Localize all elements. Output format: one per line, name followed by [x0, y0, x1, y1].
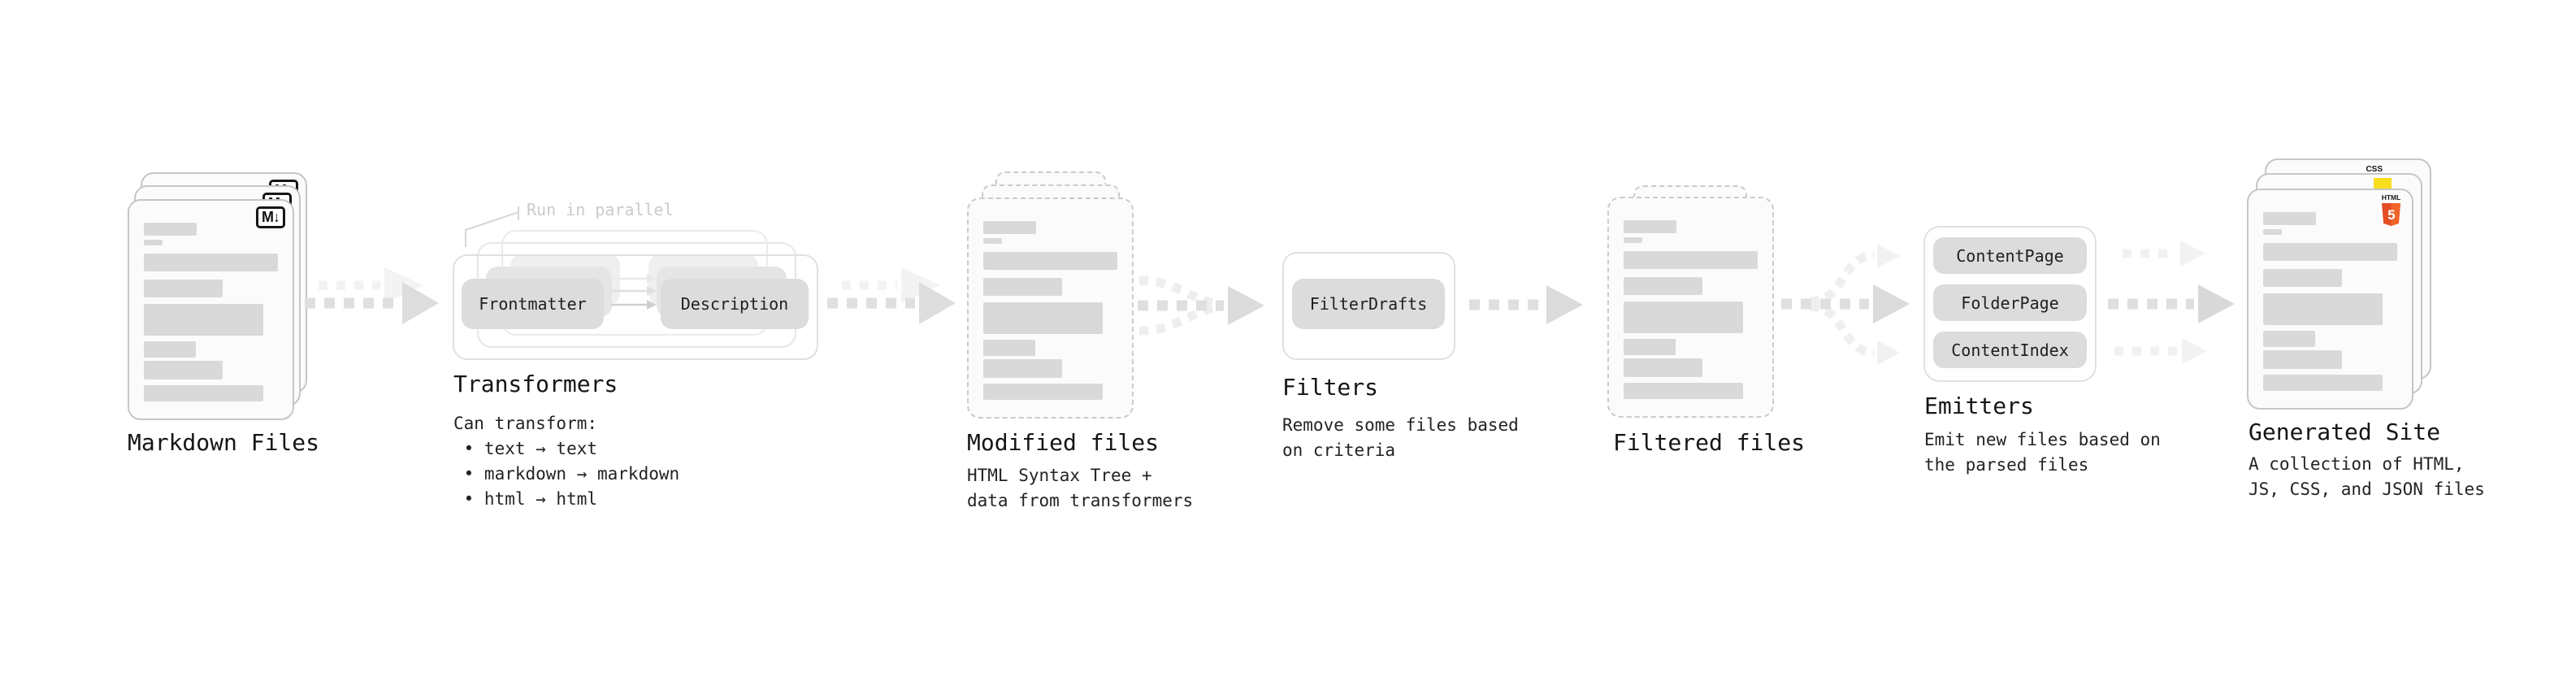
emitters-box [1923, 226, 2097, 382]
text-placeholder-bar [2263, 269, 2342, 287]
text-placeholder-bar [1624, 237, 1642, 243]
text-placeholder-bar [983, 221, 1036, 234]
text-placeholder-bar [144, 304, 263, 336]
text-placeholder-bar [1624, 358, 1702, 377]
text-placeholder-bar [2263, 212, 2316, 225]
text-placeholder-bar [983, 340, 1035, 356]
frontmatter-pill: Frontmatter [462, 279, 604, 329]
js-icon [2374, 178, 2392, 189]
text-placeholder-bar [2263, 331, 2315, 347]
text-placeholder-bar [1624, 251, 1758, 269]
generated-site-label: Generated Site [2249, 419, 2441, 445]
arrow-modified-to-filters [1138, 275, 1264, 336]
text-placeholder-bar [983, 278, 1062, 296]
arrow-markdown-to-transformers [305, 267, 439, 324]
text-placeholder-bar [144, 280, 223, 297]
arrow-filters-to-filtered [1469, 285, 1583, 324]
text-placeholder-bar [144, 361, 223, 380]
transformers-description: Can transform: • text → text • markdown … [453, 414, 680, 509]
text-placeholder-bar [2263, 229, 2282, 235]
generated-file-card-front: HTML 5 [2247, 189, 2413, 410]
html5-icon-wordmark: HTML [2382, 193, 2401, 202]
text-placeholder-bar [983, 252, 1117, 270]
filters-description: Remove some files based on criteria [1282, 415, 1519, 460]
transformers-label: Transformers [453, 371, 618, 397]
modified-files-description: HTML Syntax Tree + data from transformer… [967, 466, 1194, 510]
transformer-box-front [453, 254, 818, 360]
contentpage-pill: ContentPage [1933, 237, 2087, 274]
modified-file-card [967, 197, 1134, 419]
text-placeholder-bar [983, 359, 1062, 378]
emitters-description: Emit new files based on the parsed files [1924, 430, 2161, 475]
text-placeholder-bar [983, 302, 1103, 334]
arrow-emitters-to-generated [2108, 241, 2235, 364]
filters-box [1282, 252, 1455, 360]
filtered-file-card [1607, 197, 1774, 418]
text-placeholder-bar [1624, 277, 1702, 295]
markdown-file-card-front: M↓ [128, 199, 294, 420]
emitters-label: Emitters [1924, 393, 2034, 419]
filters-label: Filters [1282, 374, 1379, 401]
html5-shield-highlight [2391, 203, 2400, 226]
markdown-files-label: Markdown Files [128, 429, 320, 456]
text-placeholder-bar [1624, 301, 1743, 333]
text-placeholder-bar [2263, 350, 2342, 369]
text-placeholder-bar [1624, 220, 1676, 233]
text-placeholder-bar [144, 341, 196, 358]
markdown-icon: M↓ [256, 206, 285, 228]
description-pill: Description [661, 279, 809, 329]
text-placeholder-bar [144, 254, 278, 271]
html5-icon: HTML 5 [2380, 193, 2402, 232]
text-placeholder-bar [144, 385, 263, 401]
text-placeholder-bar [1624, 383, 1743, 399]
text-placeholder-bar [2263, 293, 2383, 325]
text-placeholder-bar [983, 384, 1103, 400]
run-in-parallel-note: Run in parallel [527, 200, 674, 219]
arrow-transformers-to-modified [827, 267, 956, 324]
html5-icon-number: 5 [2387, 207, 2395, 223]
filterdrafts-pill: FilterDrafts [1292, 279, 1445, 329]
text-placeholder-bar [144, 240, 163, 245]
text-placeholder-bar [2263, 375, 2383, 391]
text-placeholder-bar [144, 223, 197, 236]
text-placeholder-bar [983, 238, 1002, 244]
arrow-filtered-to-emitters [1781, 244, 1910, 365]
contentindex-pill: ContentIndex [1933, 332, 2087, 368]
generated-site-description: A collection of HTML, JS, CSS, and JSON … [2249, 454, 2485, 499]
modified-files-label: Modified files [967, 429, 1160, 456]
folderpage-pill: FolderPage [1933, 284, 2087, 321]
text-placeholder-bar [2263, 243, 2397, 261]
text-placeholder-bar [1624, 339, 1676, 355]
filtered-files-label: Filtered files [1613, 429, 1806, 456]
